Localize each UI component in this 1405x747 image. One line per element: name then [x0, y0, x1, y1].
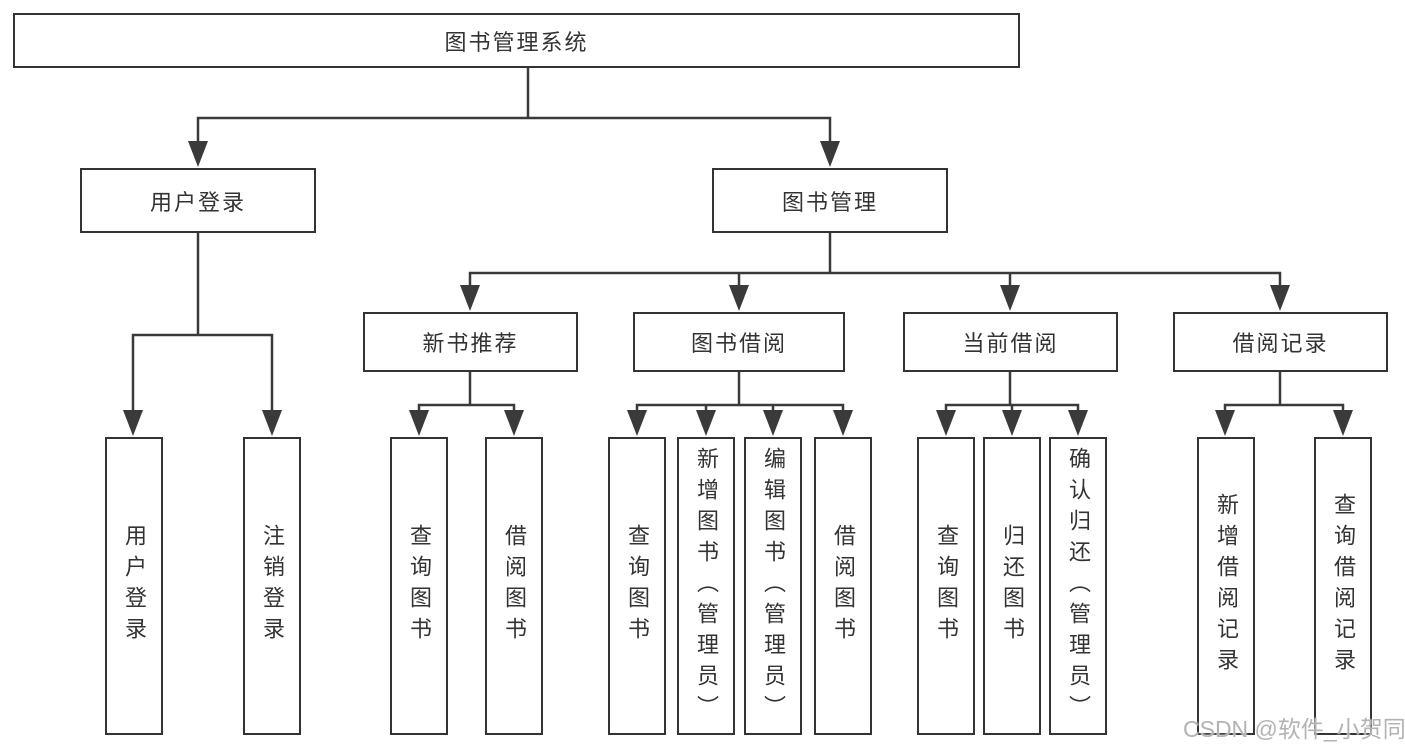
leaf-label: 归还图书	[1000, 524, 1025, 648]
arrow-down-icon	[1068, 410, 1088, 436]
leaf-logout: 注销登录	[243, 437, 301, 735]
connector-lines	[131, 68, 1345, 414]
arrow-down-icon	[1270, 285, 1290, 311]
arrow-down-icon	[627, 410, 647, 436]
leaf-user-login: 用户登录	[105, 437, 163, 735]
leaf-label: 用户登录	[122, 524, 147, 648]
connector-new-book-to-leaves	[417, 372, 516, 414]
connector-borrow-records-to-leaves	[1223, 372, 1345, 414]
leaf-label: 新增图书（管理员）	[694, 446, 719, 726]
arrowhead-icons	[123, 141, 1353, 436]
leaf-add-borrow-record: 新增借阅记录	[1197, 437, 1255, 735]
node-new-book-recommend: 新书推荐	[363, 312, 578, 372]
connector-book-management-to-level3	[468, 233, 1282, 289]
leaf-label: 编辑图书（管理员）	[761, 446, 786, 726]
connector-user-login-to-leaves	[131, 233, 274, 414]
leaf-query-books-recommend: 查询图书	[390, 437, 448, 735]
node-borrow-records-label: 借阅记录	[1232, 331, 1329, 356]
connector-root-to-level2	[196, 68, 832, 145]
connector-book-borrow-to-leaves	[635, 372, 845, 414]
connector-current-borrow-to-leaves	[944, 372, 1080, 414]
arrow-down-icon	[504, 410, 524, 436]
leaf-label: 新增借阅记录	[1214, 493, 1239, 679]
node-root-label: 图书管理系统	[444, 29, 589, 55]
arrow-down-icon	[409, 410, 429, 436]
node-book-management: 图书管理	[712, 168, 948, 233]
node-current-borrow: 当前借阅	[903, 312, 1118, 372]
arrow-down-icon	[188, 141, 208, 167]
arrow-down-icon	[936, 410, 956, 436]
leaf-edit-book-admin: 编辑图书（管理员）	[744, 437, 802, 735]
leaf-query-books-current: 查询图书	[917, 437, 975, 735]
leaf-label: 借阅图书	[831, 524, 856, 648]
leaf-borrow-books: 借阅图书	[814, 437, 872, 735]
leaf-label: 查询图书	[407, 524, 432, 648]
node-new-book-recommend-label: 新书推荐	[422, 331, 519, 356]
leaf-confirm-return-admin: 确认归还（管理员）	[1049, 437, 1107, 735]
leaf-label: 查询图书	[625, 524, 650, 648]
leaf-return-book: 归还图书	[983, 437, 1041, 735]
leaf-label: 查询图书	[934, 524, 959, 648]
arrow-down-icon	[1002, 410, 1022, 436]
arrow-down-icon	[1333, 410, 1353, 436]
arrow-down-icon	[1000, 285, 1020, 311]
arrow-down-icon	[1215, 410, 1235, 436]
arrow-down-icon	[262, 410, 282, 436]
leaf-label: 借阅图书	[502, 524, 527, 648]
node-current-borrow-label: 当前借阅	[962, 331, 1059, 356]
leaf-add-book-admin: 新增图书（管理员）	[677, 437, 735, 735]
arrow-down-icon	[820, 141, 840, 167]
leaf-query-borrow-record: 查询借阅记录	[1314, 437, 1372, 735]
node-book-management-label: 图书管理	[781, 189, 878, 215]
node-user-login: 用户登录	[80, 168, 316, 233]
csdn-watermark: CSDN @软件_小贺同学	[1183, 716, 1405, 742]
arrow-down-icon	[729, 285, 749, 311]
leaf-label: 注销登录	[260, 524, 285, 648]
leaf-query-books-borrow: 查询图书	[608, 437, 666, 735]
arrow-down-icon	[763, 410, 783, 436]
arrow-down-icon	[833, 410, 853, 436]
node-book-borrow: 图书借阅	[633, 312, 845, 372]
arrow-down-icon	[460, 285, 480, 311]
node-root: 图书管理系统	[13, 13, 1020, 68]
arrow-down-icon	[696, 410, 716, 436]
node-borrow-records: 借阅记录	[1173, 312, 1388, 372]
node-user-login-label: 用户登录	[149, 189, 246, 215]
node-book-borrow-label: 图书借阅	[690, 331, 787, 356]
leaf-borrow-books-recommend: 借阅图书	[485, 437, 543, 735]
arrow-down-icon	[123, 410, 143, 436]
leaf-label: 确认归还（管理员）	[1066, 446, 1091, 726]
leaf-label: 查询借阅记录	[1331, 493, 1356, 679]
